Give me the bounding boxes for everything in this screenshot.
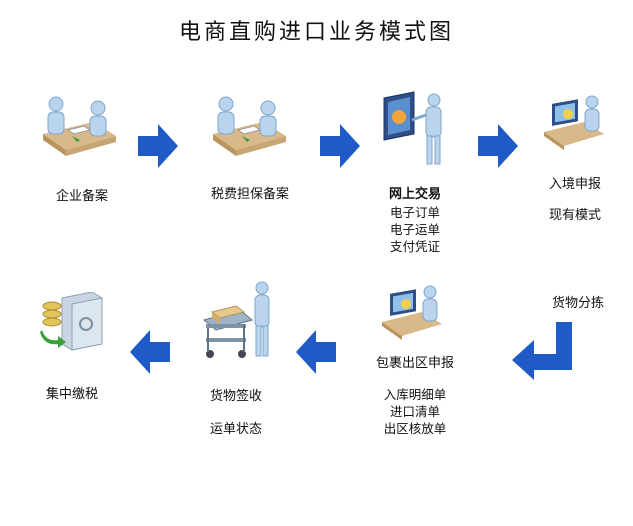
- step-label-enterprise-filing: 企业备案: [55, 189, 108, 204]
- note-waybill-status: 运单状态: [209, 422, 262, 437]
- monitor-operator-icon: [382, 285, 442, 340]
- flow-arrow-right: [138, 124, 178, 168]
- detail-e-waybill: 电子运单: [389, 222, 440, 237]
- step-label-entry-declaration: 入境申报: [548, 177, 601, 192]
- presentation-screen-icon: [383, 91, 442, 165]
- step-label-parcel-exit-declaration: 包裹出区申报: [375, 356, 454, 371]
- page-title: 电商直购进口业务模式图: [178, 20, 454, 45]
- monitor-operator-icon: [544, 95, 604, 150]
- flow-arrow-right: [320, 124, 360, 168]
- safe-coins-icon: [40, 292, 103, 351]
- flow-arrow-left: [296, 330, 336, 374]
- detail-e-order: 电子订单: [389, 205, 440, 220]
- flow-arrow-left: [130, 330, 170, 374]
- step-label-goods-receipt: 货物签收: [209, 389, 262, 404]
- cart-worker-icon: [202, 281, 270, 358]
- step-label-centralized-tax: 集中缴税: [45, 387, 98, 402]
- detail-payment-voucher: 支付凭证: [389, 239, 440, 254]
- desk-meeting-icon: [43, 96, 116, 156]
- detail-exit-release-form: 出区核放单: [383, 421, 447, 436]
- step-label-tax-guarantee: 税费担保备案: [210, 187, 289, 202]
- detail-import-list: 进口清单: [389, 404, 440, 419]
- detail-warehouse-entry-list: 入库明细单: [383, 387, 447, 402]
- desk-meeting-icon: [213, 96, 286, 156]
- flow-arrow-right: [478, 124, 518, 168]
- transition-goods-sorting: 货物分拣: [551, 296, 604, 311]
- flow-arrow-turn-left: [512, 322, 572, 380]
- step-label-online-trade: 网上交易: [388, 187, 441, 202]
- note-current-mode: 现有模式: [548, 208, 601, 223]
